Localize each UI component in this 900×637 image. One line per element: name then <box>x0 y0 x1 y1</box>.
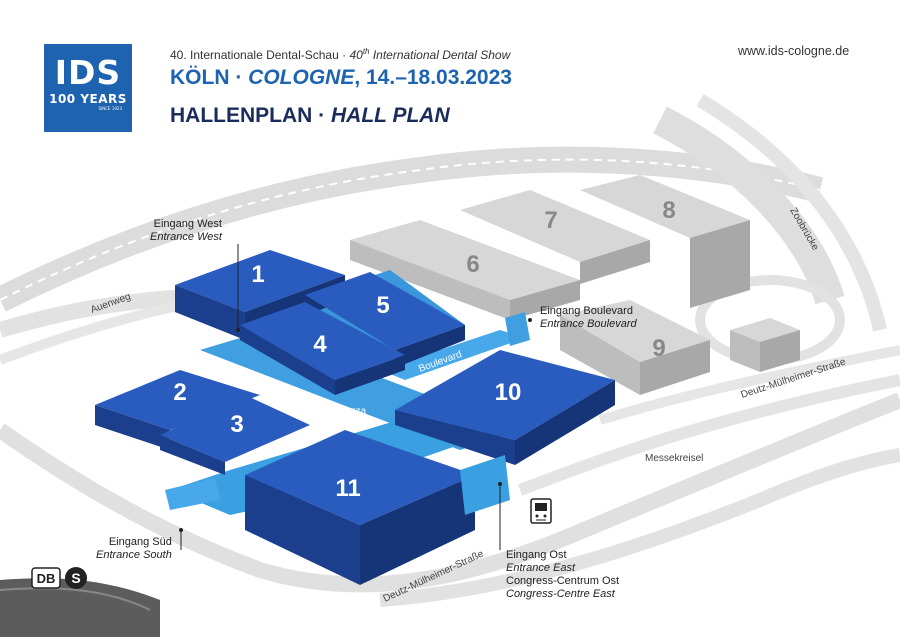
road-messekreisel: Messekreisel <box>645 453 703 464</box>
hall-1-label: 1 <box>251 261 264 288</box>
header-hall-plan: HALLENPLAN · HALL PLAN <box>170 104 450 127</box>
header-city-dates: KÖLN · COLOGNE, 14.–18.03.2023 <box>170 66 512 89</box>
grey-halls <box>350 175 800 395</box>
svg-text:DB: DB <box>37 571 56 586</box>
hall-6-label: 6 <box>466 251 479 278</box>
svg-text:S: S <box>71 570 80 586</box>
hall-10-label: 10 <box>495 379 522 406</box>
entrance-west-label: Eingang West Entrance West <box>150 218 222 243</box>
logo-brand: IDS <box>54 53 122 92</box>
hall-4-label: 4 <box>313 331 327 358</box>
entrance-east-label: Eingang Ost Entrance East Congress-Centr… <box>506 549 620 600</box>
logo-since: SINCE 1923 <box>98 106 122 111</box>
entrance-boulevard-label: Eingang Boulevard Entrance Boulevard <box>540 305 637 330</box>
ids-logo: IDS 100 YEARS SINCE 1923 <box>44 44 132 132</box>
blue-halls <box>95 250 615 585</box>
piazza-label: Piazza <box>336 406 366 417</box>
sbahn-logo-icon: S <box>65 567 87 589</box>
header-subtitle: 40. Internationale Dental-Schau · 40th I… <box>170 47 511 62</box>
website-link[interactable]: www.ids-cologne.de <box>738 44 850 58</box>
entrance-south-label: Eingang Süd Entrance South <box>96 536 172 561</box>
hall-9-label: 9 <box>652 335 665 362</box>
hall-5-label: 5 <box>376 292 389 319</box>
tram-icon <box>530 498 552 524</box>
logo-years: 100 YEARS <box>49 92 127 106</box>
hall-11-label: 11 <box>335 475 360 502</box>
db-logo-icon: DB <box>31 567 61 589</box>
hall-3-label: 3 <box>230 411 243 438</box>
hall-7-label: 7 <box>544 207 557 234</box>
hall-8-label: 8 <box>662 197 675 224</box>
hall-2-label: 2 <box>173 379 186 406</box>
